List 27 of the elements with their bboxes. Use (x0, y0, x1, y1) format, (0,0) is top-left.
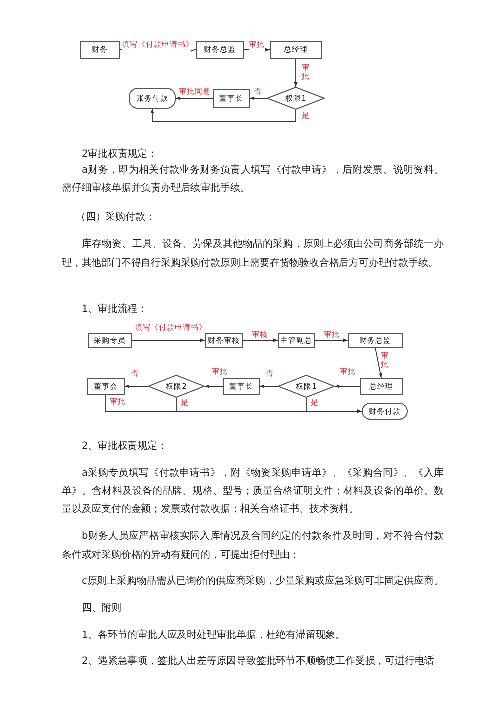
arrow (132, 338, 206, 342)
section-heading: 2审批权责规定： (82, 148, 158, 162)
section-heading: 四、附则 (82, 602, 122, 616)
paragraph: 库存物资、工具、设备、劳保及其他物品的采购，原则上必须由公司商务部统一办理，其他部门不得自行采购采购付款原则上需要在货物验收合格后方可办理付款手续。 (62, 238, 444, 271)
arrow (375, 348, 382, 378)
arrow (150, 108, 296, 122)
arrow (260, 384, 278, 388)
paragraph: c原则上采购物品需从已询价的供应商采购，少量采购或应急采购可非固定供应商。 (81, 574, 444, 589)
arrow (124, 384, 148, 388)
arrow (242, 338, 278, 342)
arrow (294, 58, 298, 88)
paragraph: 1、各环节的审批人应及时处理审批单据，杜绝有滞留现象。 (82, 628, 347, 643)
section-heading: 2、审批权责规定： (82, 440, 168, 454)
paragraph: a财务，即为相关付款业务财务负责人填写《付款申请》，后附发票、说明资料。需仔细审核单据并负责办理后续审批手续。 (62, 164, 444, 196)
paragraph: b财务人员应严格审核实际入库情况及合同约定的付款条件及时间，对不符合付款条件或对采购价格的异动有疑问的，可提出拒付理由； (62, 530, 444, 563)
arrow (306, 398, 362, 414)
paragraph: a采购专员填写《付款申请书》，附《物资采购申请单》、《采购合同》、《入库单》。含材料及设备的品牌、规格、型号；质量合格证明文件；材料及设备的单价、数量以及应支付的金额；发票或付款收据；相关合格证书、技术资料。 (62, 466, 444, 517)
section-heading: （四）采购付款： (76, 210, 156, 225)
section-heading: 1、审批流程： (82, 302, 148, 317)
arrow (120, 48, 196, 52)
arrow (244, 48, 270, 52)
paragraph: 2、遇紧急事项，签批人出差等原因导致签批环节不顺畅使工作受损，可进行电话 (81, 654, 436, 669)
arrow (176, 96, 214, 100)
arrow (204, 384, 224, 388)
arrow (250, 96, 268, 100)
arrow (314, 338, 348, 342)
arrow (334, 384, 360, 388)
